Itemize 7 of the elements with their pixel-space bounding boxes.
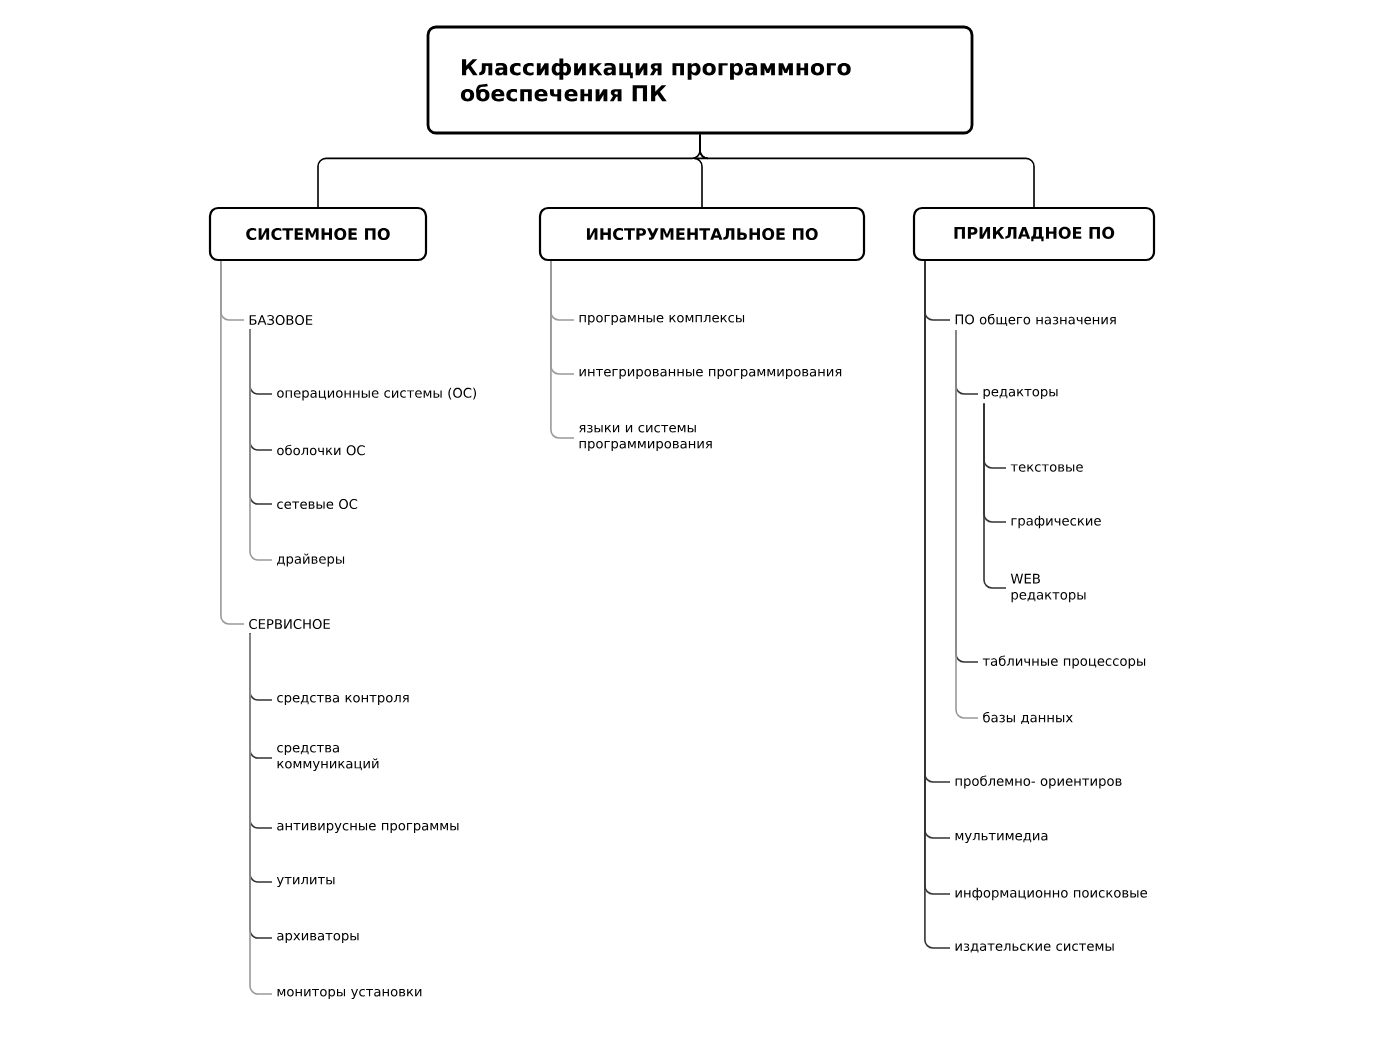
connector-line (220, 260, 245, 625)
title-box: Классификация программного обеспечения ПК (426, 25, 974, 135)
connector-line (550, 260, 575, 439)
category-box: ПРИКЛАДНОЕ ПО (912, 206, 1156, 262)
category-box: СИСТЕМНОЕ ПО (208, 206, 428, 262)
category-box: ИНСТРУМЕНТАЛЬНОЕ ПО (538, 206, 866, 262)
connector-line (699, 133, 1035, 208)
